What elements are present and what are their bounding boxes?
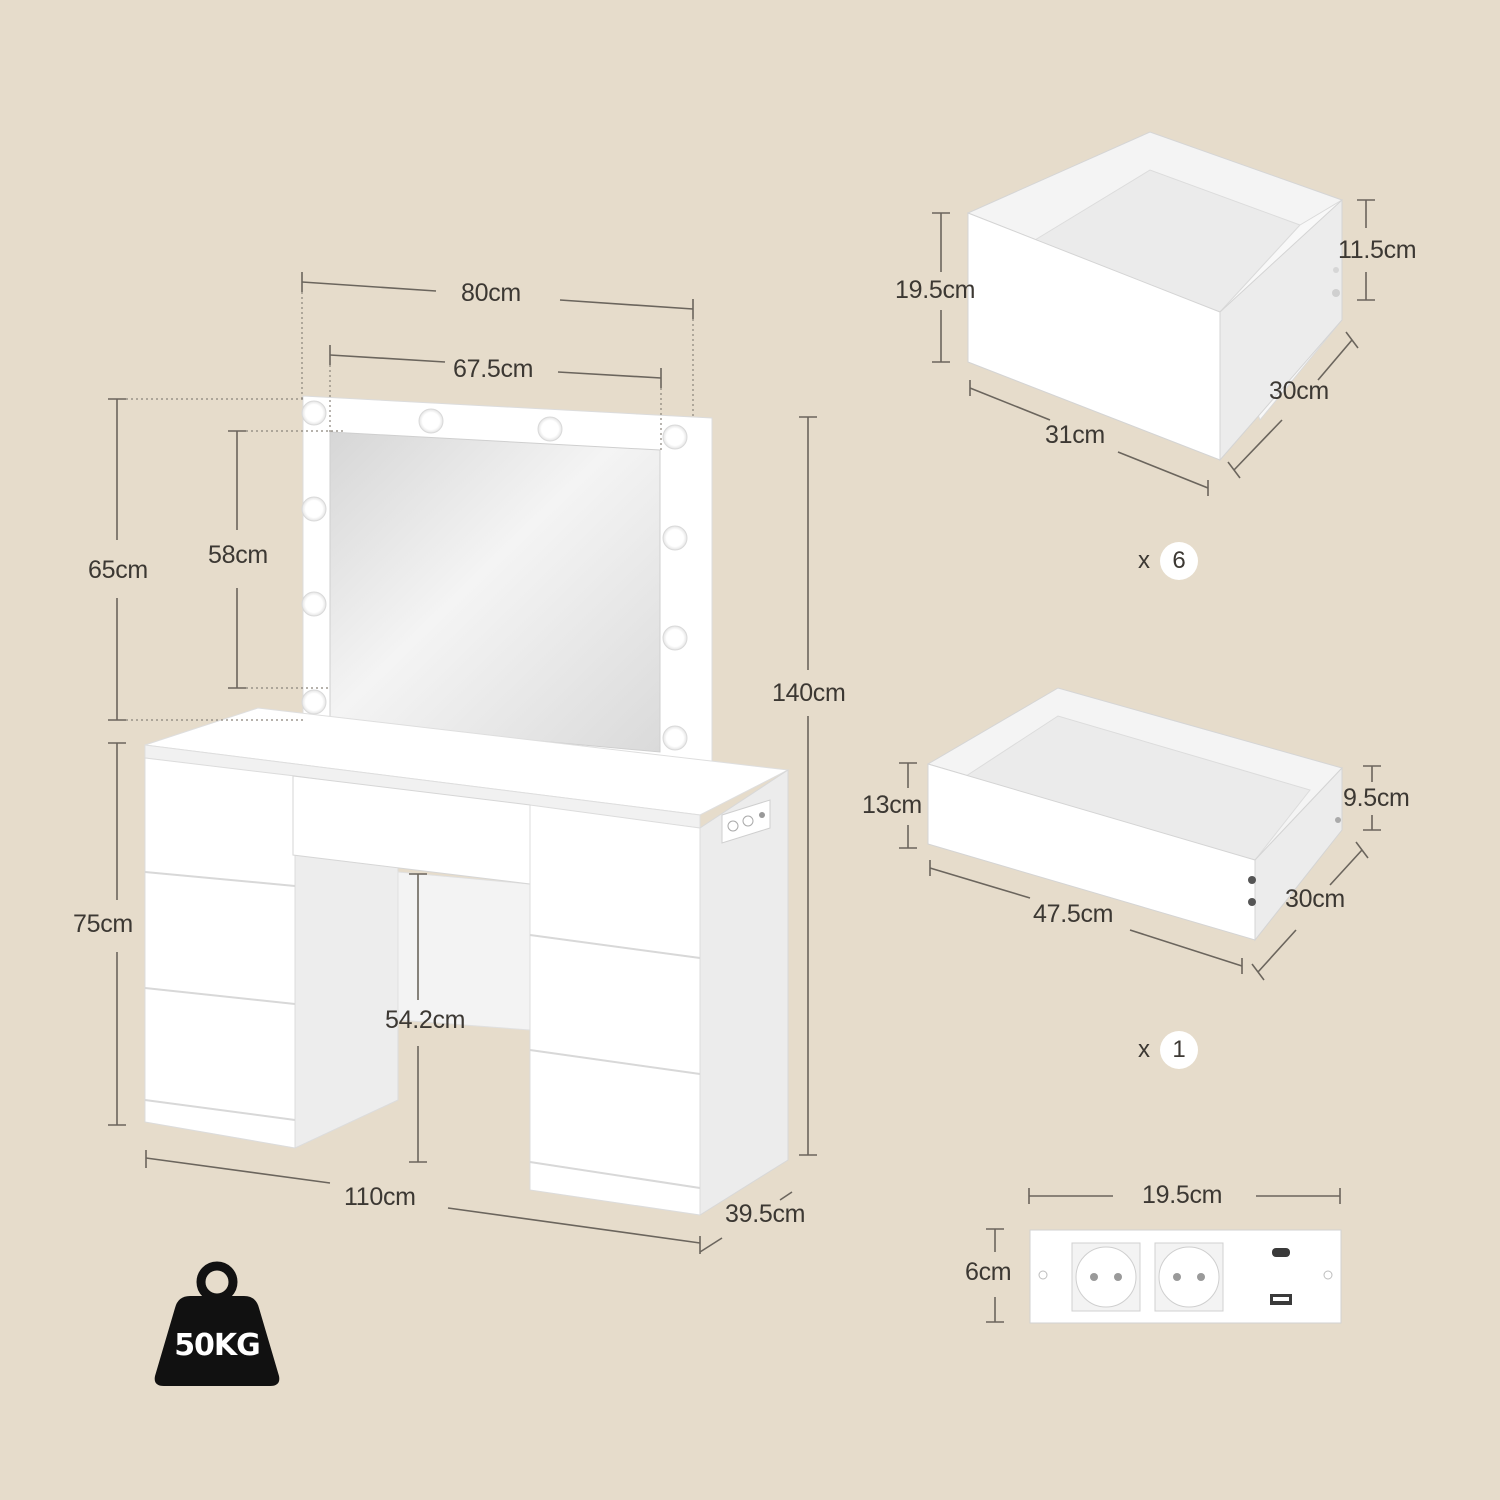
vanity-dimension-lines: [108, 272, 817, 1254]
large-drawer-height-label: 19.5cm: [895, 276, 976, 304]
wide-drawer-inner-height-label: 9.5cm: [1343, 784, 1410, 812]
socket-panel: [1029, 1229, 1342, 1324]
mirror-height-label: 58cm: [208, 541, 268, 569]
bulb-icon: [662, 725, 688, 751]
knee-height-label: 54.2cm: [385, 1006, 466, 1034]
drawer-wide-dimension-lines: [899, 762, 1381, 981]
large-drawer-width-label: 31cm: [1045, 421, 1105, 449]
bulb-icon: [662, 625, 688, 651]
quantity-prefix: x: [1138, 1036, 1150, 1063]
table-depth-label: 39.5cm: [725, 1200, 806, 1228]
side-socket: [721, 799, 771, 844]
usb-c-icon: [1272, 1248, 1290, 1257]
vanity-guide-lines: [126, 292, 694, 721]
large-drawer-inner-height-label: 11.5cm: [1338, 236, 1417, 264]
quantity-badge: 6: [1160, 542, 1198, 580]
mirror: [302, 395, 713, 766]
mirror-width-label: 67.5cm: [453, 355, 534, 383]
mirror-bulbs: [301, 400, 688, 751]
bulb-icon: [301, 591, 327, 617]
socket-dimension-lines: [986, 1188, 1341, 1323]
vanity-table: [144, 395, 790, 1216]
socket-height-label: 6cm: [965, 1258, 1012, 1286]
bulb-icon: [418, 408, 444, 434]
table-height-label: 75cm: [73, 910, 133, 938]
wide-drawer-quantity: x 1: [1138, 1031, 1198, 1069]
bulb-icon: [301, 496, 327, 522]
drawer-large: [966, 131, 1343, 462]
total-width-label: 80cm: [461, 279, 521, 307]
left-drawers: [144, 871, 296, 1121]
bulb-icon: [301, 689, 327, 715]
socket-width-label: 19.5cm: [1142, 1181, 1223, 1209]
weight-label: 50KG: [174, 1328, 261, 1363]
frame-height-label: 65cm: [88, 556, 148, 584]
wide-drawer-height-label: 13cm: [862, 791, 922, 819]
drawer-wide: [926, 687, 1343, 942]
table-width-label: 110cm: [344, 1183, 416, 1211]
total-height-label: 140cm: [772, 679, 846, 707]
outlet-icon: [1071, 1242, 1141, 1312]
bulb-icon: [662, 424, 688, 450]
quantity-badge: 1: [1160, 1031, 1198, 1069]
bulb-icon: [301, 400, 327, 426]
usb-a-icon: [1270, 1294, 1292, 1305]
bulb-icon: [537, 416, 563, 442]
weight-icon: [154, 1261, 280, 1386]
large-drawer-depth-label: 30cm: [1269, 377, 1329, 405]
drawer-large-dimension-lines: [932, 199, 1375, 496]
outlet-icon: [1154, 1242, 1224, 1312]
table-side: [699, 769, 789, 1216]
right-drawers: [529, 934, 701, 1189]
large-drawer-quantity: x 6: [1138, 542, 1198, 580]
quantity-prefix: x: [1138, 547, 1150, 574]
bulb-icon: [662, 525, 688, 551]
wide-drawer-depth-label: 30cm: [1285, 885, 1345, 913]
wide-drawer-width-label: 47.5cm: [1033, 900, 1114, 928]
